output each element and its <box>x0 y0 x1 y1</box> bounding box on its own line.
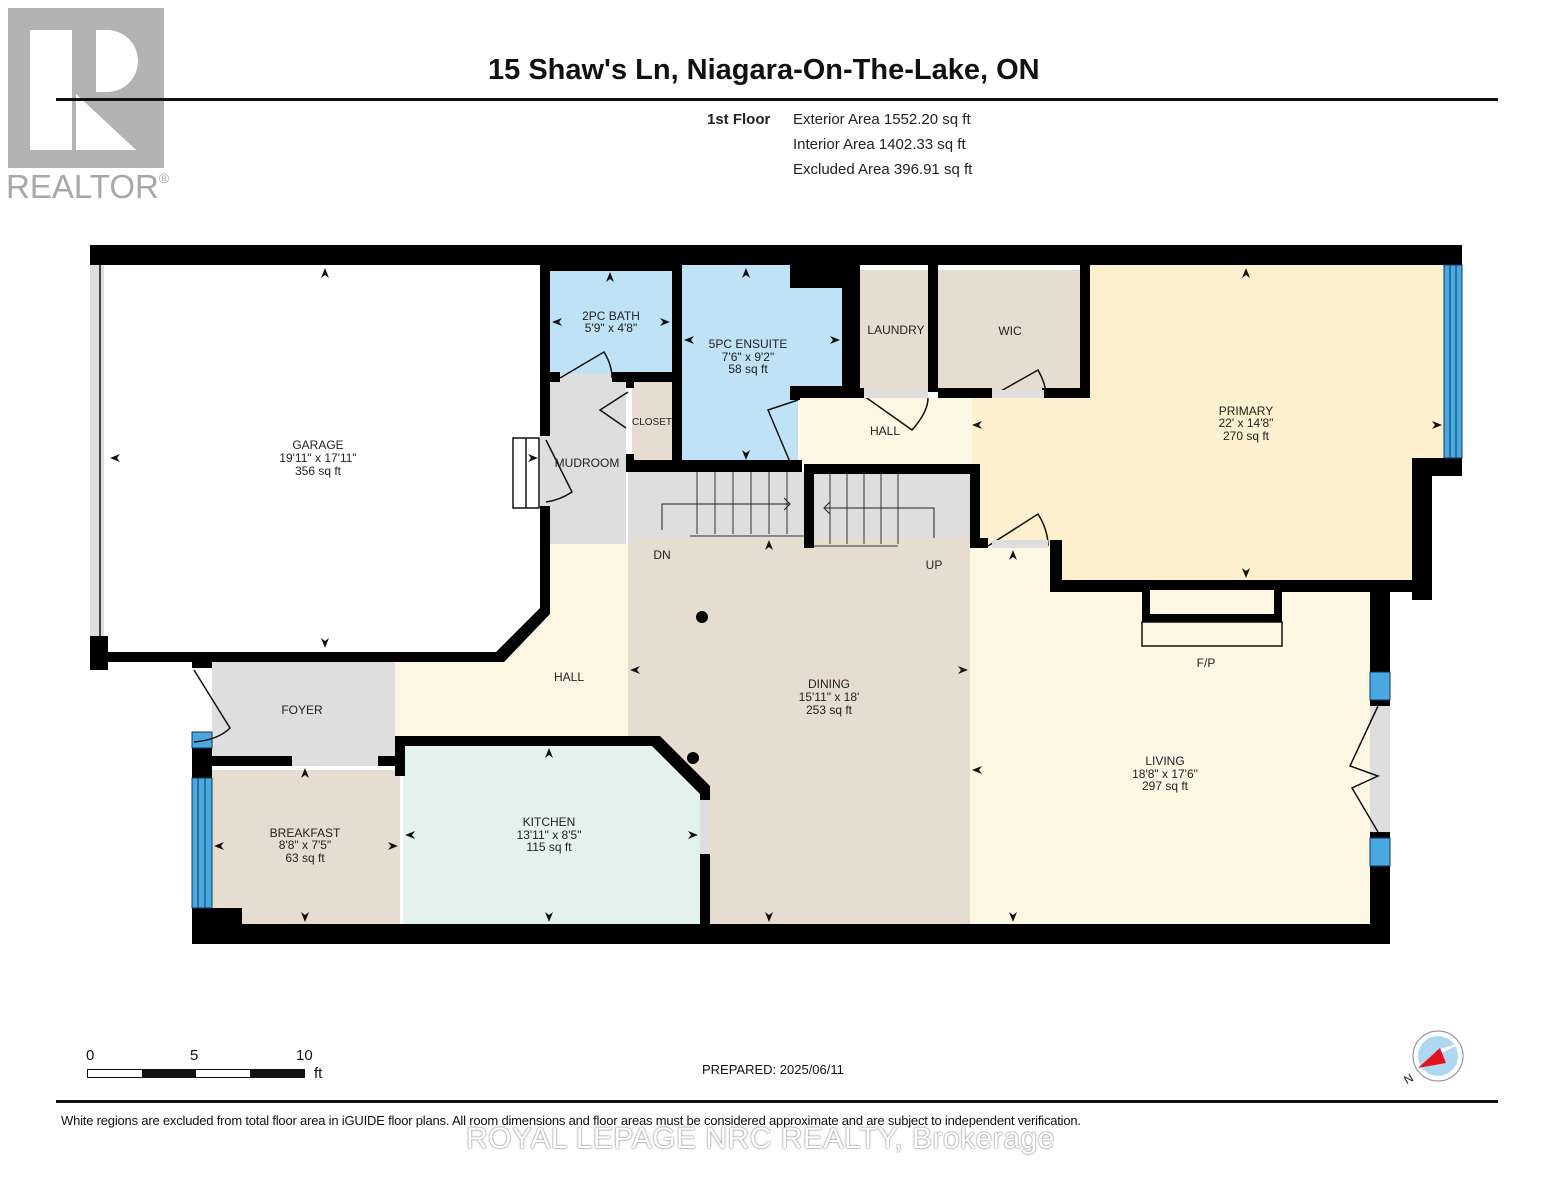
interior-area: Interior Area 1402.33 sq ft <box>793 136 966 153</box>
realtor-logo <box>8 8 164 168</box>
room-mudroom <box>548 378 626 544</box>
column-marker <box>687 752 699 764</box>
room-foyer <box>212 662 395 758</box>
scale-bar: 0 5 10 ft <box>86 1045 346 1085</box>
walls <box>90 245 1462 944</box>
windows <box>90 264 1463 909</box>
kitchen-area: 115 sq ft <box>526 840 572 854</box>
ensuite-area: 58 sq ft <box>728 362 768 376</box>
compass-icon: N <box>1404 1030 1464 1086</box>
room-fills <box>105 262 1444 924</box>
prepared-date: PREPARED: 2025/06/11 <box>702 1062 844 1077</box>
disclaimer: White regions are excluded from total fl… <box>61 1113 1081 1128</box>
garage-dims: 19'11" x 17'11" <box>279 451 356 465</box>
kitchen-name: KITCHEN <box>523 815 576 829</box>
exterior-area: Exterior Area 1552.20 sq ft <box>793 111 971 128</box>
stairs-down <box>628 472 804 538</box>
scale-tick-0: 0 <box>86 1047 95 1064</box>
primary-area: 270 sq ft <box>1223 429 1270 443</box>
foyer-name: FOYER <box>281 703 323 717</box>
room-hall-lower <box>395 544 628 738</box>
room-breakfast <box>212 770 400 924</box>
staircases <box>661 472 935 547</box>
hall-upper-name: HALL <box>870 424 900 438</box>
room-hall-upper <box>800 398 972 464</box>
breakfast-area: 63 sq ft <box>285 851 325 865</box>
primary-name: PRIMARY <box>1219 404 1273 418</box>
ensuite-dims: 7'6" x 9'2" <box>722 350 774 364</box>
garage-name: GARAGE <box>292 438 343 452</box>
primary-dims: 22' x 14'8" <box>1219 416 1274 430</box>
dining-name: DINING <box>808 677 850 691</box>
living-dims: 18'8" x 17'6" <box>1132 767 1198 781</box>
scale-tick-5: 5 <box>190 1047 199 1064</box>
fireplace-label: F/P <box>1197 656 1216 670</box>
room-closet <box>632 382 674 462</box>
breakfast-name: BREAKFAST <box>270 826 341 840</box>
floor-plan: GARAGE 19'11" x 17'11" 356 sq ft 2PC BAT… <box>90 245 1463 944</box>
stairs-down-label: DN <box>653 548 670 562</box>
brokerage-watermark: ROYAL LEPAGE NRC REALTY, Brokerage <box>466 1122 1055 1155</box>
living-name: LIVING <box>1145 754 1184 768</box>
garage-area: 356 sq ft <box>295 464 342 478</box>
living-area: 297 sq ft <box>1142 779 1189 793</box>
hall-lower-name: HALL <box>554 670 584 684</box>
bath2pc-dims: 5'9" x 4'8" <box>585 321 637 335</box>
realtor-logo-text: REALTOR® <box>6 168 170 205</box>
scale-unit: ft <box>314 1065 323 1082</box>
closet-name: CLOSET <box>632 417 672 428</box>
room-garage <box>105 262 540 652</box>
dining-area: 253 sq ft <box>806 703 853 717</box>
room-wic <box>938 270 1080 392</box>
ensuite-name: 5PC ENSUITE <box>709 337 788 351</box>
stairs-up-label: UP <box>926 558 943 572</box>
room-5pc-ensuite <box>682 265 842 462</box>
stairs-up <box>814 472 970 546</box>
room-2pc-bath <box>548 270 672 374</box>
breakfast-dims: 8'8" x 7'5" <box>279 838 331 852</box>
laundry-name: LAUNDRY <box>867 323 924 337</box>
compass-north-label: N <box>1404 1071 1416 1086</box>
mudroom-name: MUDROOM <box>555 456 620 470</box>
room-primary <box>970 265 1444 582</box>
dimension-arrows <box>110 268 1442 922</box>
doors <box>193 350 1380 833</box>
column-marker <box>696 611 708 623</box>
bath2pc-name: 2PC BATH <box>582 309 640 323</box>
floor-label: 1st Floor <box>707 111 771 128</box>
room-kitchen <box>403 746 700 924</box>
dining-dims: 15'11" x 18' <box>799 690 860 704</box>
wic-name: WIC <box>998 324 1022 338</box>
footer-divider <box>56 1100 1498 1103</box>
room-labels: GARAGE 19'11" x 17'11" 356 sq ft 2PC BAT… <box>270 309 1274 865</box>
scale-tick-10: 10 <box>296 1047 313 1064</box>
page-title: 15 Shaw's Ln, Niagara-On-The-Lake, ON <box>488 54 1040 86</box>
excluded-area: Excluded Area 396.91 sq ft <box>793 161 973 178</box>
kitchen-dims: 13'11" x 8'5" <box>517 828 582 842</box>
header-divider <box>56 98 1498 101</box>
room-laundry <box>860 270 930 392</box>
